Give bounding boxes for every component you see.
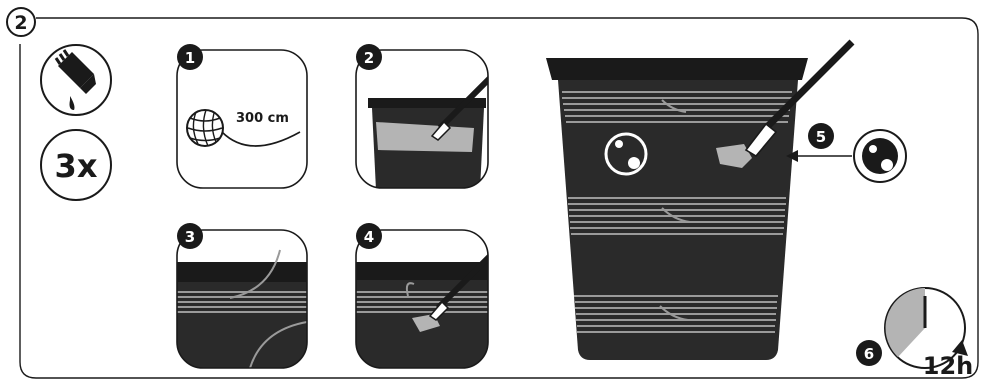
- panel-3-badge: 3: [177, 223, 203, 249]
- panel-3: [177, 230, 307, 372]
- yarn-band-bottom: [574, 296, 778, 332]
- svg-text:3: 3: [185, 228, 195, 246]
- timer-step-number: 6: [864, 345, 874, 363]
- panel-2-badge: 2: [356, 44, 382, 70]
- timer-duration: 12h: [923, 352, 973, 380]
- callout-5: 5: [786, 123, 906, 182]
- step-badge: 2: [7, 8, 35, 36]
- wrapped-pot: [546, 42, 852, 360]
- timer: 6 12h: [856, 288, 973, 380]
- panel-1: 300 cm: [177, 50, 307, 188]
- svg-text:4: 4: [364, 228, 374, 246]
- step-number: 2: [14, 12, 27, 34]
- panel-4: [356, 230, 496, 372]
- panel-1-badge: 1: [177, 44, 203, 70]
- svg-text:1: 1: [185, 49, 195, 67]
- svg-text:2: 2: [364, 49, 374, 67]
- paint-brush-drip-icon: [41, 45, 111, 115]
- repeat-count: 3x: [55, 147, 98, 185]
- svg-text:5: 5: [816, 128, 826, 146]
- length-caption: 300 cm: [236, 111, 289, 126]
- panel-4-badge: 4: [356, 223, 382, 249]
- outer-frame: [20, 18, 978, 378]
- circle-dot-icon: [854, 130, 906, 182]
- repeat-badge: 3x: [41, 130, 111, 200]
- pot-emblem-icon: [606, 134, 646, 174]
- yarn-band-middle: [568, 198, 786, 234]
- panel-2: [356, 50, 498, 190]
